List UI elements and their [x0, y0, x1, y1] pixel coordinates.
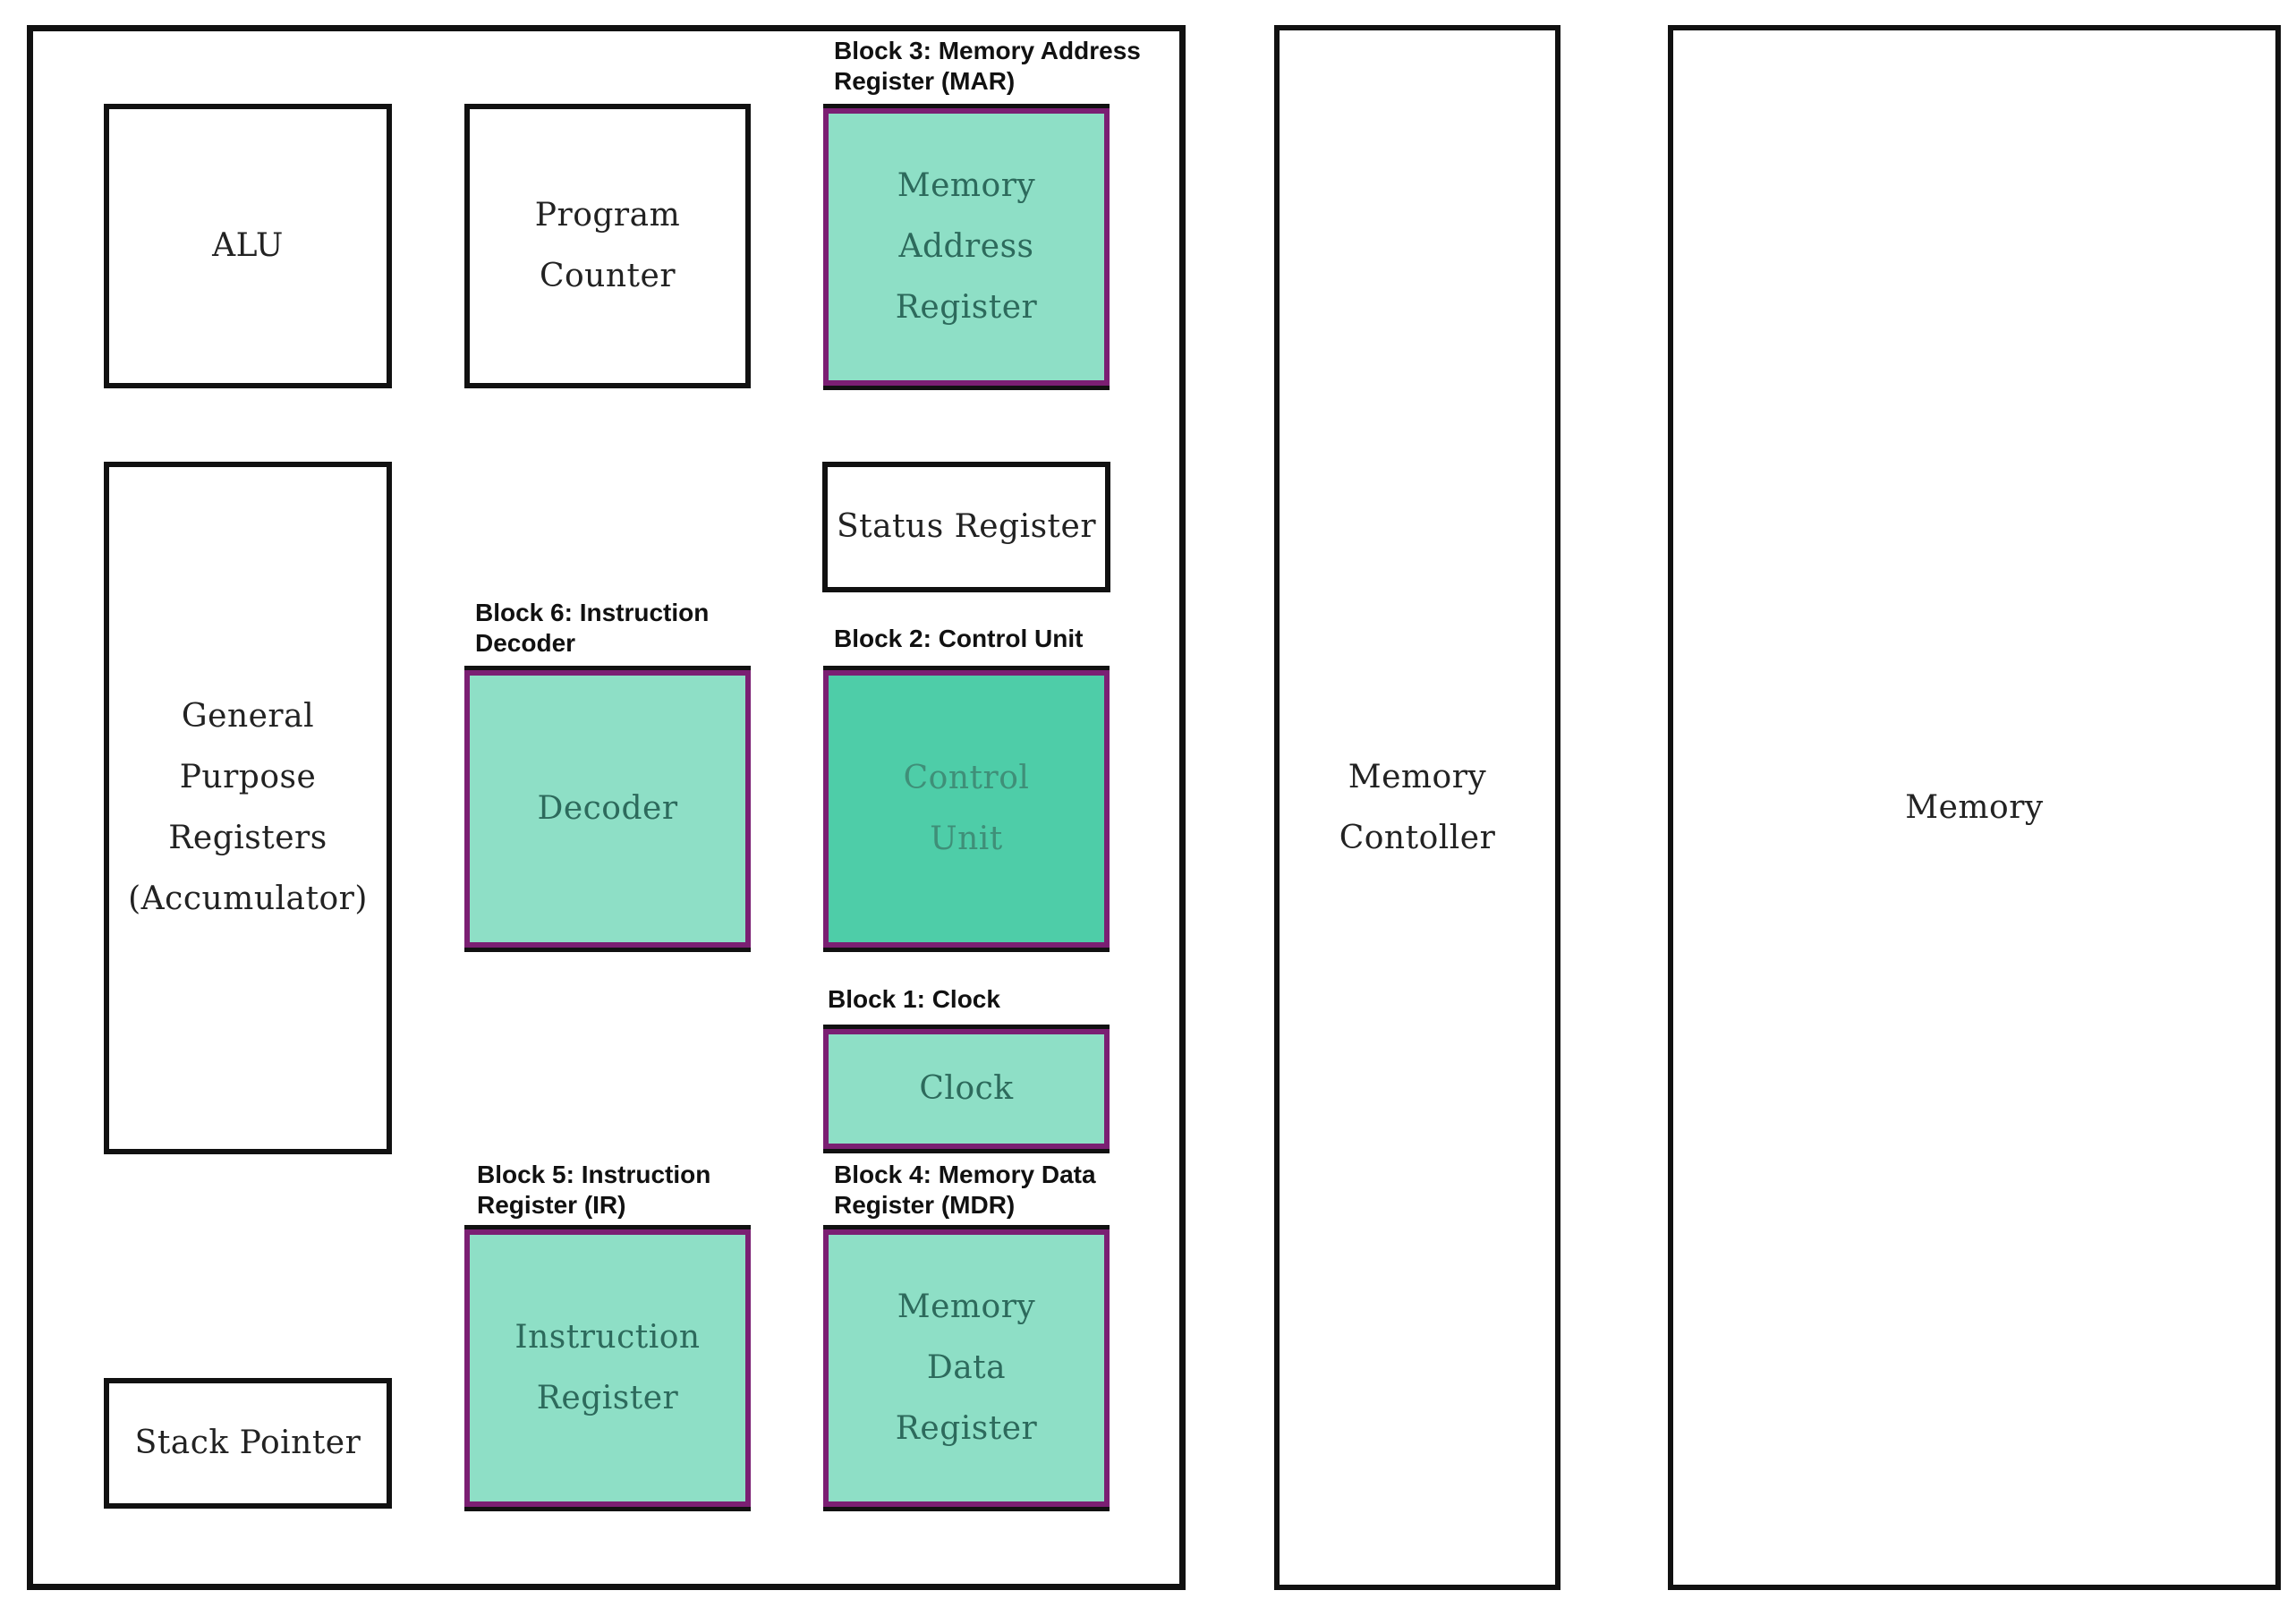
stack-pointer-label: Stack Pointer — [134, 1425, 361, 1461]
alu-block: ALU — [104, 104, 392, 388]
block5-caption: Block 5: Instruction Register (IR) — [477, 1161, 711, 1219]
gpr-label-line2: Purpose — [179, 759, 317, 795]
program-counter-block: Program Counter — [464, 104, 751, 388]
control-unit-block: Control Unit — [823, 670, 1110, 948]
general-purpose-registers-block: General Purpose Registers (Accumulator) — [104, 462, 392, 1154]
control-unit-label-line1: Control — [903, 760, 1030, 796]
block4-caption: Block 4: Memory Data Register (MDR) — [834, 1161, 1096, 1219]
instruction-register-label-line1: Instruction — [514, 1319, 701, 1356]
mdr-block: Memory Data Register — [823, 1229, 1110, 1507]
block1-caption: Block 1: Clock — [828, 985, 1000, 1013]
stack-pointer-block: Stack Pointer — [104, 1378, 392, 1509]
mar-block: Memory Address Register — [823, 108, 1110, 386]
mdr-label-line1: Memory — [897, 1289, 1036, 1325]
clock-block: Clock — [823, 1029, 1110, 1149]
gpr-label-line4: (Accumulator) — [128, 880, 368, 917]
block6-caption: Block 6: Instruction Decoder — [475, 599, 710, 657]
instruction-register-block: Instruction Register — [464, 1229, 751, 1507]
memory-block: Memory — [1668, 25, 2281, 1590]
status-register-label: Status Register — [836, 508, 1097, 545]
mar-label-line1: Memory — [897, 167, 1036, 204]
instruction-register-label-line2: Register — [536, 1380, 679, 1416]
block2-caption: Block 2: Control Unit — [834, 625, 1084, 652]
mar-label-line2: Address — [898, 228, 1034, 265]
memory-label: Memory — [1905, 788, 2044, 826]
mdr-label-line3: Register — [895, 1410, 1038, 1447]
program-counter-label-line1: Program — [534, 197, 681, 234]
program-counter-label-line2: Counter — [539, 258, 676, 294]
mdr-label-line2: Data — [926, 1349, 1007, 1386]
alu-label: ALU — [212, 227, 284, 264]
gpr-label-line1: General — [181, 698, 315, 735]
memory-controller-label-line1: Memory — [1348, 758, 1487, 795]
memory-controller-label-line2: Contoller — [1339, 819, 1496, 856]
memory-controller-block: Memory Contoller — [1274, 25, 1560, 1590]
gpr-label-line3: Registers — [168, 820, 327, 856]
decoder-block: Decoder — [464, 670, 751, 948]
decoder-label: Decoder — [537, 790, 678, 827]
control-unit-label-line2: Unit — [930, 821, 1003, 857]
clock-label: Clock — [919, 1070, 1014, 1107]
status-register-block: Status Register — [822, 462, 1110, 592]
block3-caption: Block 3: Memory Address Register (MAR) — [834, 37, 1141, 95]
mar-label-line3: Register — [895, 289, 1038, 326]
